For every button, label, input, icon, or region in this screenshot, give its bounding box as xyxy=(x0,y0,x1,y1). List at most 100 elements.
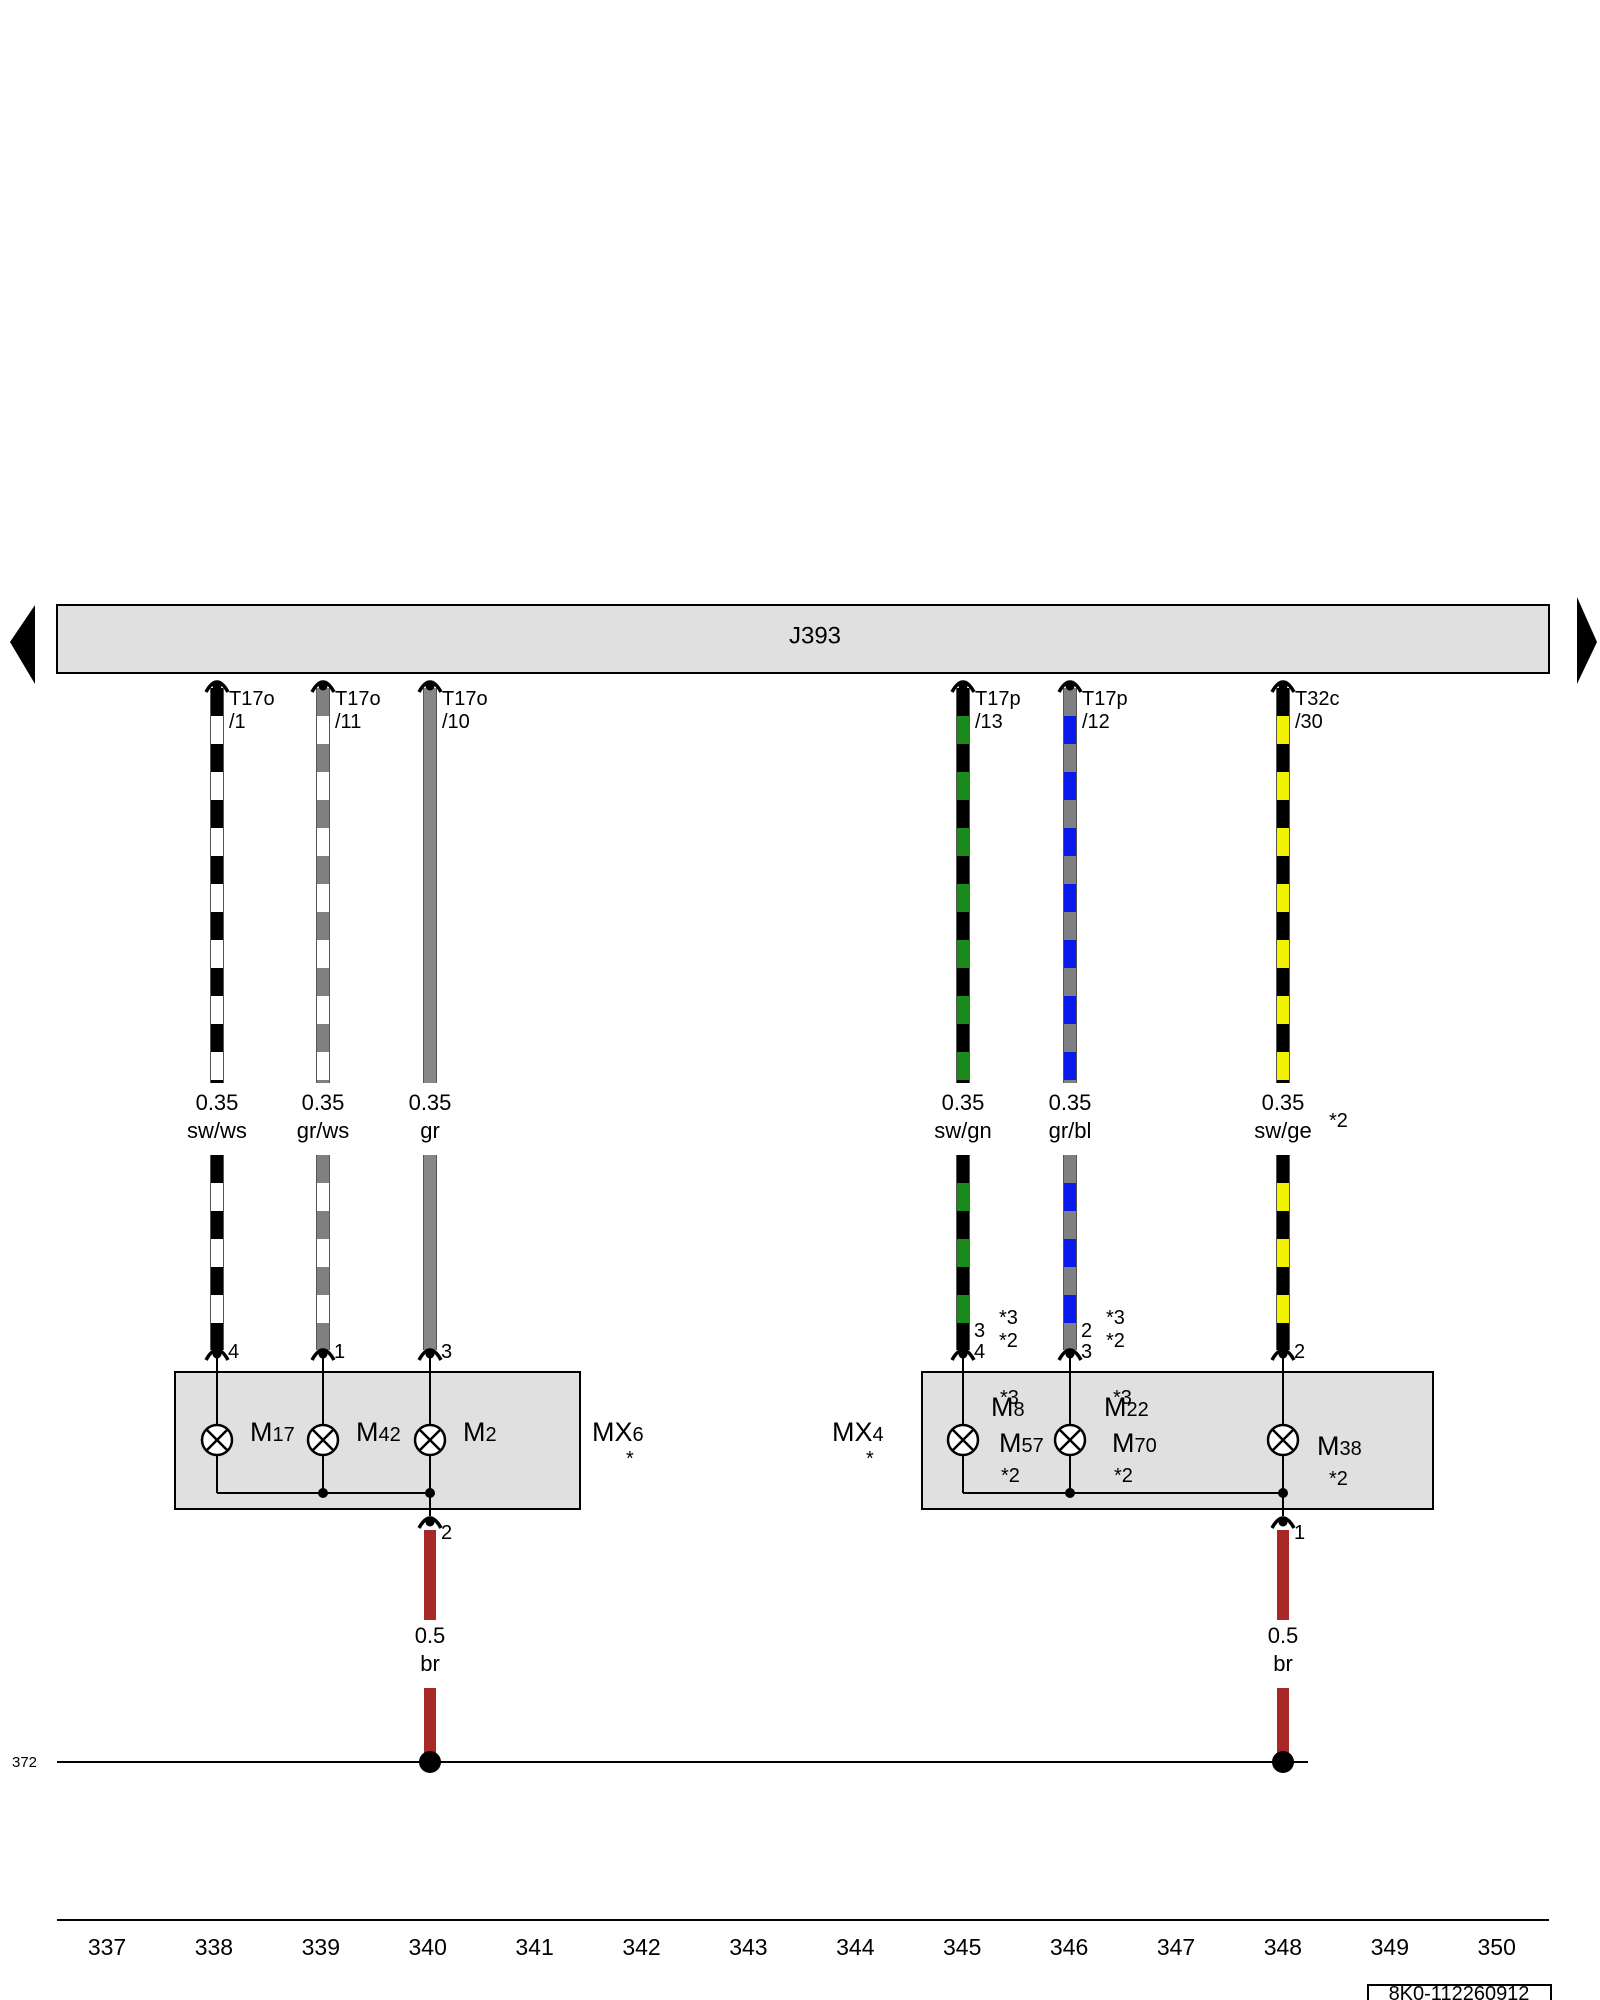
top-connector-1[interactable] xyxy=(204,680,230,693)
pin-bottom-label-6: 2 xyxy=(1294,1341,1305,1363)
ground-connector-2[interactable] xyxy=(1270,1516,1296,1529)
pin-top-label-6: T32c xyxy=(1295,688,1339,710)
ground-connector-1[interactable] xyxy=(417,1516,443,1529)
pin-top-label-5: T17p xyxy=(1082,688,1128,710)
wire-1-upper xyxy=(210,688,224,1083)
track-number-338: 338 xyxy=(195,1934,233,1960)
junction-mx6-1 xyxy=(318,1488,328,1498)
pin-note-a-5: *3 xyxy=(1106,1307,1125,1329)
component-note-mx6: * xyxy=(626,1448,634,1470)
pin-bottom-label-3: 3 xyxy=(441,1341,452,1363)
pin-top-num-2: /11 xyxy=(335,711,361,733)
page-ref-372[interactable]: 372 xyxy=(12,1754,37,1771)
lamp-mx6-3[interactable] xyxy=(413,1423,447,1457)
ground-wire-2-lower xyxy=(1277,1688,1289,1762)
pin-bottom-label-2: 1 xyxy=(334,1341,345,1363)
wire-color-code-6: sw/ge xyxy=(1254,1118,1311,1143)
track-number-337: 337 xyxy=(88,1934,126,1960)
ground-wire-2-upper xyxy=(1277,1530,1289,1620)
bottom-connector-3[interactable] xyxy=(417,1348,443,1361)
track-number-345: 345 xyxy=(943,1934,981,1960)
pin-bottom-label-1: 4 xyxy=(228,1341,239,1363)
lamp-mx4-2[interactable] xyxy=(1053,1423,1087,1457)
lamp-note-b-mx4-3: *2 xyxy=(1329,1468,1348,1490)
lamp-mx6-2[interactable] xyxy=(306,1423,340,1457)
right-arrow-icon[interactable] xyxy=(1577,597,1597,684)
bottom-connector-1[interactable] xyxy=(204,1348,230,1361)
bottom-connector-2[interactable] xyxy=(310,1348,336,1361)
doc-id-box xyxy=(1367,1984,1552,2000)
wire-color-code-4: sw/gn xyxy=(934,1118,991,1143)
lamp-note-a-mx4-2: *3 xyxy=(1113,1387,1132,1409)
lamp-mx4-3[interactable] xyxy=(1266,1423,1300,1457)
pin-note-b-5: *2 xyxy=(1106,1330,1125,1352)
bottom-connector-5[interactable] xyxy=(1057,1348,1083,1361)
ground-wire-gauge-2: 0.5 xyxy=(1268,1623,1299,1648)
pin-note-a-4: *3 xyxy=(999,1307,1018,1329)
lamp-label-a-mx4-1: M8 xyxy=(991,1392,1025,1422)
track-number-349: 349 xyxy=(1371,1934,1409,1960)
top-connector-6[interactable] xyxy=(1270,680,1296,693)
doc-id-text: 8K0-112260912 xyxy=(1389,1983,1530,2000)
wires-layer xyxy=(210,688,1290,1762)
track-number-339: 339 xyxy=(302,1934,340,1960)
lamp-label-mx6-3: M2 xyxy=(463,1417,497,1447)
wire-4-upper xyxy=(956,688,970,1083)
bottom-connector-4[interactable] xyxy=(950,1348,976,1361)
lamp-mx4-1[interactable] xyxy=(946,1423,980,1457)
wire-3-lower xyxy=(423,1155,437,1350)
lamp-mx6-1[interactable] xyxy=(200,1423,234,1457)
control-unit-label: J393 xyxy=(789,622,841,649)
ground-wire-gauge-1: 0.5 xyxy=(415,1623,446,1648)
top-connector-5[interactable] xyxy=(1057,680,1083,693)
wire-color-code-2: gr/ws xyxy=(297,1118,350,1143)
lamp-label-b-mx4-1: M57 xyxy=(999,1428,1044,1458)
wire-4-lower xyxy=(956,1155,970,1350)
wire-gauge-6: 0.35 xyxy=(1262,1090,1305,1115)
wire-1-lower xyxy=(210,1155,224,1350)
lamp-label-mx6-1: M17 xyxy=(250,1417,295,1447)
pin-bottom-label-5: 3 xyxy=(1081,1341,1092,1363)
lamp-label-mx6-2: M42 xyxy=(356,1417,401,1447)
pin-top-num-1: /1 xyxy=(229,711,246,733)
lamp-note-b-mx4-2: *2 xyxy=(1114,1465,1133,1487)
wire-gauge-5: 0.35 xyxy=(1049,1090,1092,1115)
control-unit-bar xyxy=(56,604,1550,674)
lamp-label-a-mx4-2: M22 xyxy=(1104,1392,1149,1422)
wire-6-upper xyxy=(1276,688,1290,1083)
top-connector-3[interactable] xyxy=(417,680,443,693)
ground-wire-color-2: br xyxy=(1273,1651,1293,1676)
wire-6-lower xyxy=(1276,1155,1290,1350)
component-label-mx6: MX6 xyxy=(592,1417,644,1447)
wire-gauge-2: 0.35 xyxy=(302,1090,345,1115)
wire-side-note-6: *2 xyxy=(1329,1110,1348,1132)
bottom-connector-6[interactable] xyxy=(1270,1348,1296,1361)
pin-top-num-5: /12 xyxy=(1082,711,1110,733)
lamp-label-a-mx4-3: M38 xyxy=(1317,1431,1362,1461)
left-arrow-icon[interactable] xyxy=(10,605,35,684)
ground-pin-label-2: 1 xyxy=(1294,1522,1305,1544)
pin-bottom-alt-4: 3 xyxy=(974,1320,985,1342)
track-number-350: 350 xyxy=(1478,1934,1516,1960)
wire-color-code-5: gr/bl xyxy=(1049,1118,1092,1143)
wire-gauge-4: 0.35 xyxy=(942,1090,985,1115)
component-label-mx4: MX4 xyxy=(832,1417,884,1447)
junction-mx4-1 xyxy=(1065,1488,1075,1498)
wire-color-code-1: sw/ws xyxy=(187,1118,247,1143)
top-connector-4[interactable] xyxy=(950,680,976,693)
wire-5-upper xyxy=(1063,688,1077,1083)
labels-layer: T17o/10.35sw/ws4T17o/110.35gr/ws1T17o/10… xyxy=(187,680,1362,1773)
wire-gauge-1: 0.35 xyxy=(196,1090,239,1115)
top-connector-2[interactable] xyxy=(310,680,336,693)
lamp-note-b-mx4-1: *2 xyxy=(1001,1465,1020,1487)
pin-bottom-label-4: 4 xyxy=(974,1341,985,1363)
track-number-342: 342 xyxy=(622,1934,660,1960)
track-number-344: 344 xyxy=(836,1934,875,1960)
pin-top-num-6: /30 xyxy=(1295,711,1323,733)
wire-color-code-3: gr xyxy=(420,1118,440,1143)
pin-top-label-4: T17p xyxy=(975,688,1021,710)
junction-mx6-2 xyxy=(425,1488,435,1498)
pin-note-b-4: *2 xyxy=(999,1330,1018,1352)
